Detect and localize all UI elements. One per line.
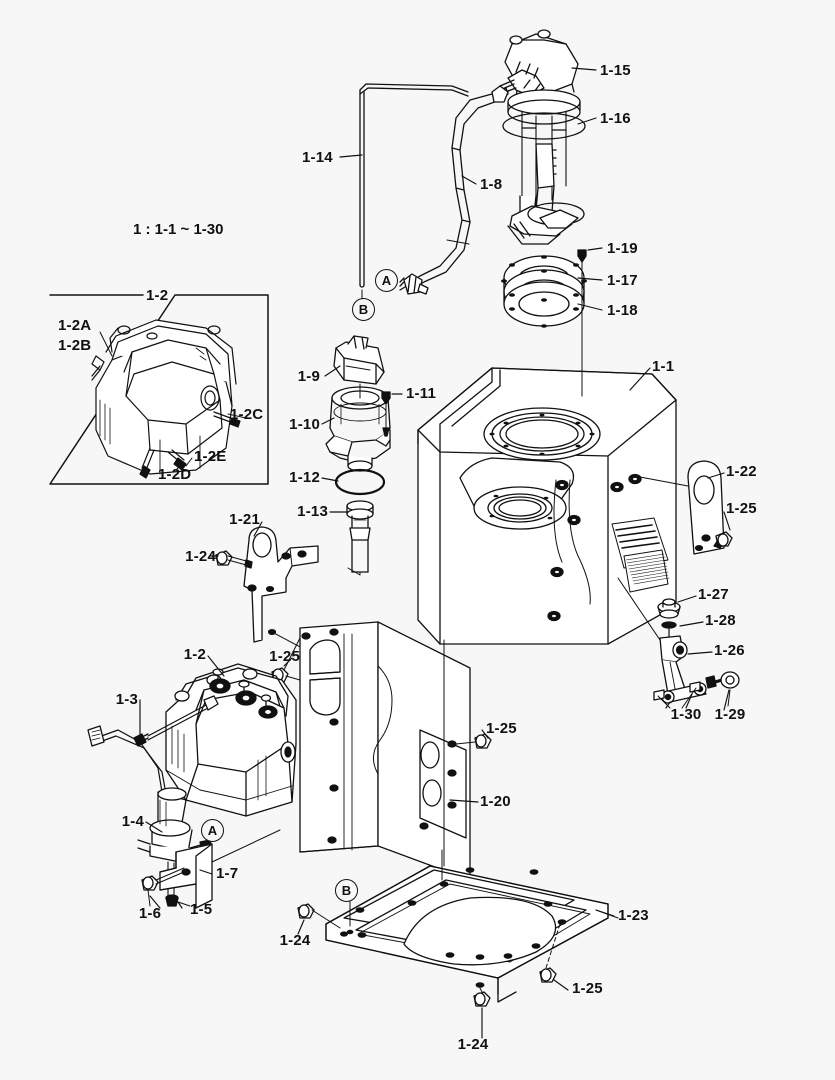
callout-1-25-b: 1-25	[269, 648, 300, 665]
callout-1-9: 1-9	[297, 368, 320, 385]
circle-ref-a-top: A	[375, 269, 398, 292]
callout-1-25-a: 1-25	[726, 500, 757, 517]
callout-1-20: 1-20	[480, 793, 511, 810]
callout-1-30: 1-30	[670, 706, 702, 723]
diagram-title-note: 1 : 1-1 ~ 1-30	[133, 221, 224, 238]
bolt-1-3	[133, 695, 219, 747]
callout-1-25-d: 1-25	[572, 980, 603, 997]
callout-1-2-main: 1-2	[183, 646, 206, 663]
circle-ref-b-top: B	[352, 298, 375, 321]
o-ring-1-12	[334, 468, 386, 496]
callout-1-7: 1-7	[216, 865, 239, 882]
fuel-line-group	[359, 83, 509, 295]
callout-1-3: 1-3	[115, 691, 138, 708]
fuel-tank-1-1	[417, 367, 677, 645]
callout-1-2B: 1-2B	[58, 337, 92, 354]
callout-1-14: 1-14	[302, 149, 333, 166]
callout-1-12: 1-12	[289, 469, 320, 486]
bolt-1-25-d	[539, 923, 561, 983]
inset-module-drawing	[91, 319, 241, 479]
callout-1-1: 1-1	[652, 358, 675, 375]
leader-lines	[139, 67, 731, 1039]
bracket-1-22	[639, 460, 733, 555]
callout-1-6: 1-6	[138, 905, 162, 922]
callout-1-25-c: 1-25	[486, 720, 517, 737]
callout-1-29: 1-29	[714, 706, 746, 723]
circle-ref-b-bottom: B	[335, 879, 358, 902]
bolt-1-24-a	[215, 550, 253, 569]
bolt-1-25-a	[713, 531, 733, 549]
tank-warning-label	[611, 517, 670, 593]
callout-1-5: 1-5	[190, 901, 213, 918]
callout-1-24-a: 1-24	[185, 548, 216, 565]
callout-1-2D: 1-2D	[158, 466, 192, 483]
callout-1-15: 1-15	[600, 62, 631, 79]
bolt-1-24-b	[297, 903, 341, 929]
callout-1-17: 1-17	[607, 272, 638, 289]
module-1-2	[87, 663, 297, 902]
bolt-1-24-c	[473, 987, 491, 1007]
callout-1-11: 1-11	[406, 385, 436, 402]
callout-1-2A: 1-2A	[58, 317, 92, 334]
panel-1-20	[271, 621, 492, 881]
ring-1-16	[502, 112, 586, 140]
callout-1-4: 1-4	[121, 813, 144, 830]
nut-1-5	[165, 894, 191, 907]
assembly-1-26	[617, 577, 740, 709]
callout-1-23: 1-23	[618, 907, 649, 924]
gasket-rings-group	[501, 249, 587, 328]
callout-1-27: 1-27	[698, 586, 729, 603]
fuel-pump-sender-assembly	[495, 29, 586, 245]
reference-lines	[347, 261, 583, 927]
callout-1-24-c: 1-24	[457, 1036, 489, 1053]
callout-1-10: 1-10	[289, 416, 320, 433]
callout-1-21: 1-21	[229, 511, 260, 528]
callout-1-16: 1-16	[600, 110, 631, 127]
bolt-1-6	[141, 867, 185, 907]
inset-caption-1-2: 1-2	[146, 287, 169, 304]
bracket-1-7	[141, 829, 281, 909]
circle-ref-a-bottom: A	[201, 819, 224, 842]
callout-1-28: 1-28	[705, 612, 736, 629]
callout-1-26: 1-26	[714, 642, 745, 659]
callout-1-24-b: 1-24	[279, 932, 311, 949]
tank-bosses	[547, 473, 642, 622]
callout-1-8: 1-8	[480, 176, 503, 193]
rod-1-14-top	[359, 83, 469, 93]
inset-box	[49, 294, 269, 485]
callout-1-19: 1-19	[607, 240, 638, 257]
callout-1-2C: 1-2C	[230, 406, 264, 423]
callout-1-18: 1-18	[607, 302, 638, 319]
rod-1-14-shaft	[359, 89, 365, 286]
filler-cap-stack	[325, 335, 391, 573]
callout-1-2E: 1-2E	[194, 448, 227, 465]
base-plate-1-23	[297, 865, 619, 1007]
callout-1-13: 1-13	[297, 503, 328, 520]
callout-1-22: 1-22	[726, 463, 757, 480]
